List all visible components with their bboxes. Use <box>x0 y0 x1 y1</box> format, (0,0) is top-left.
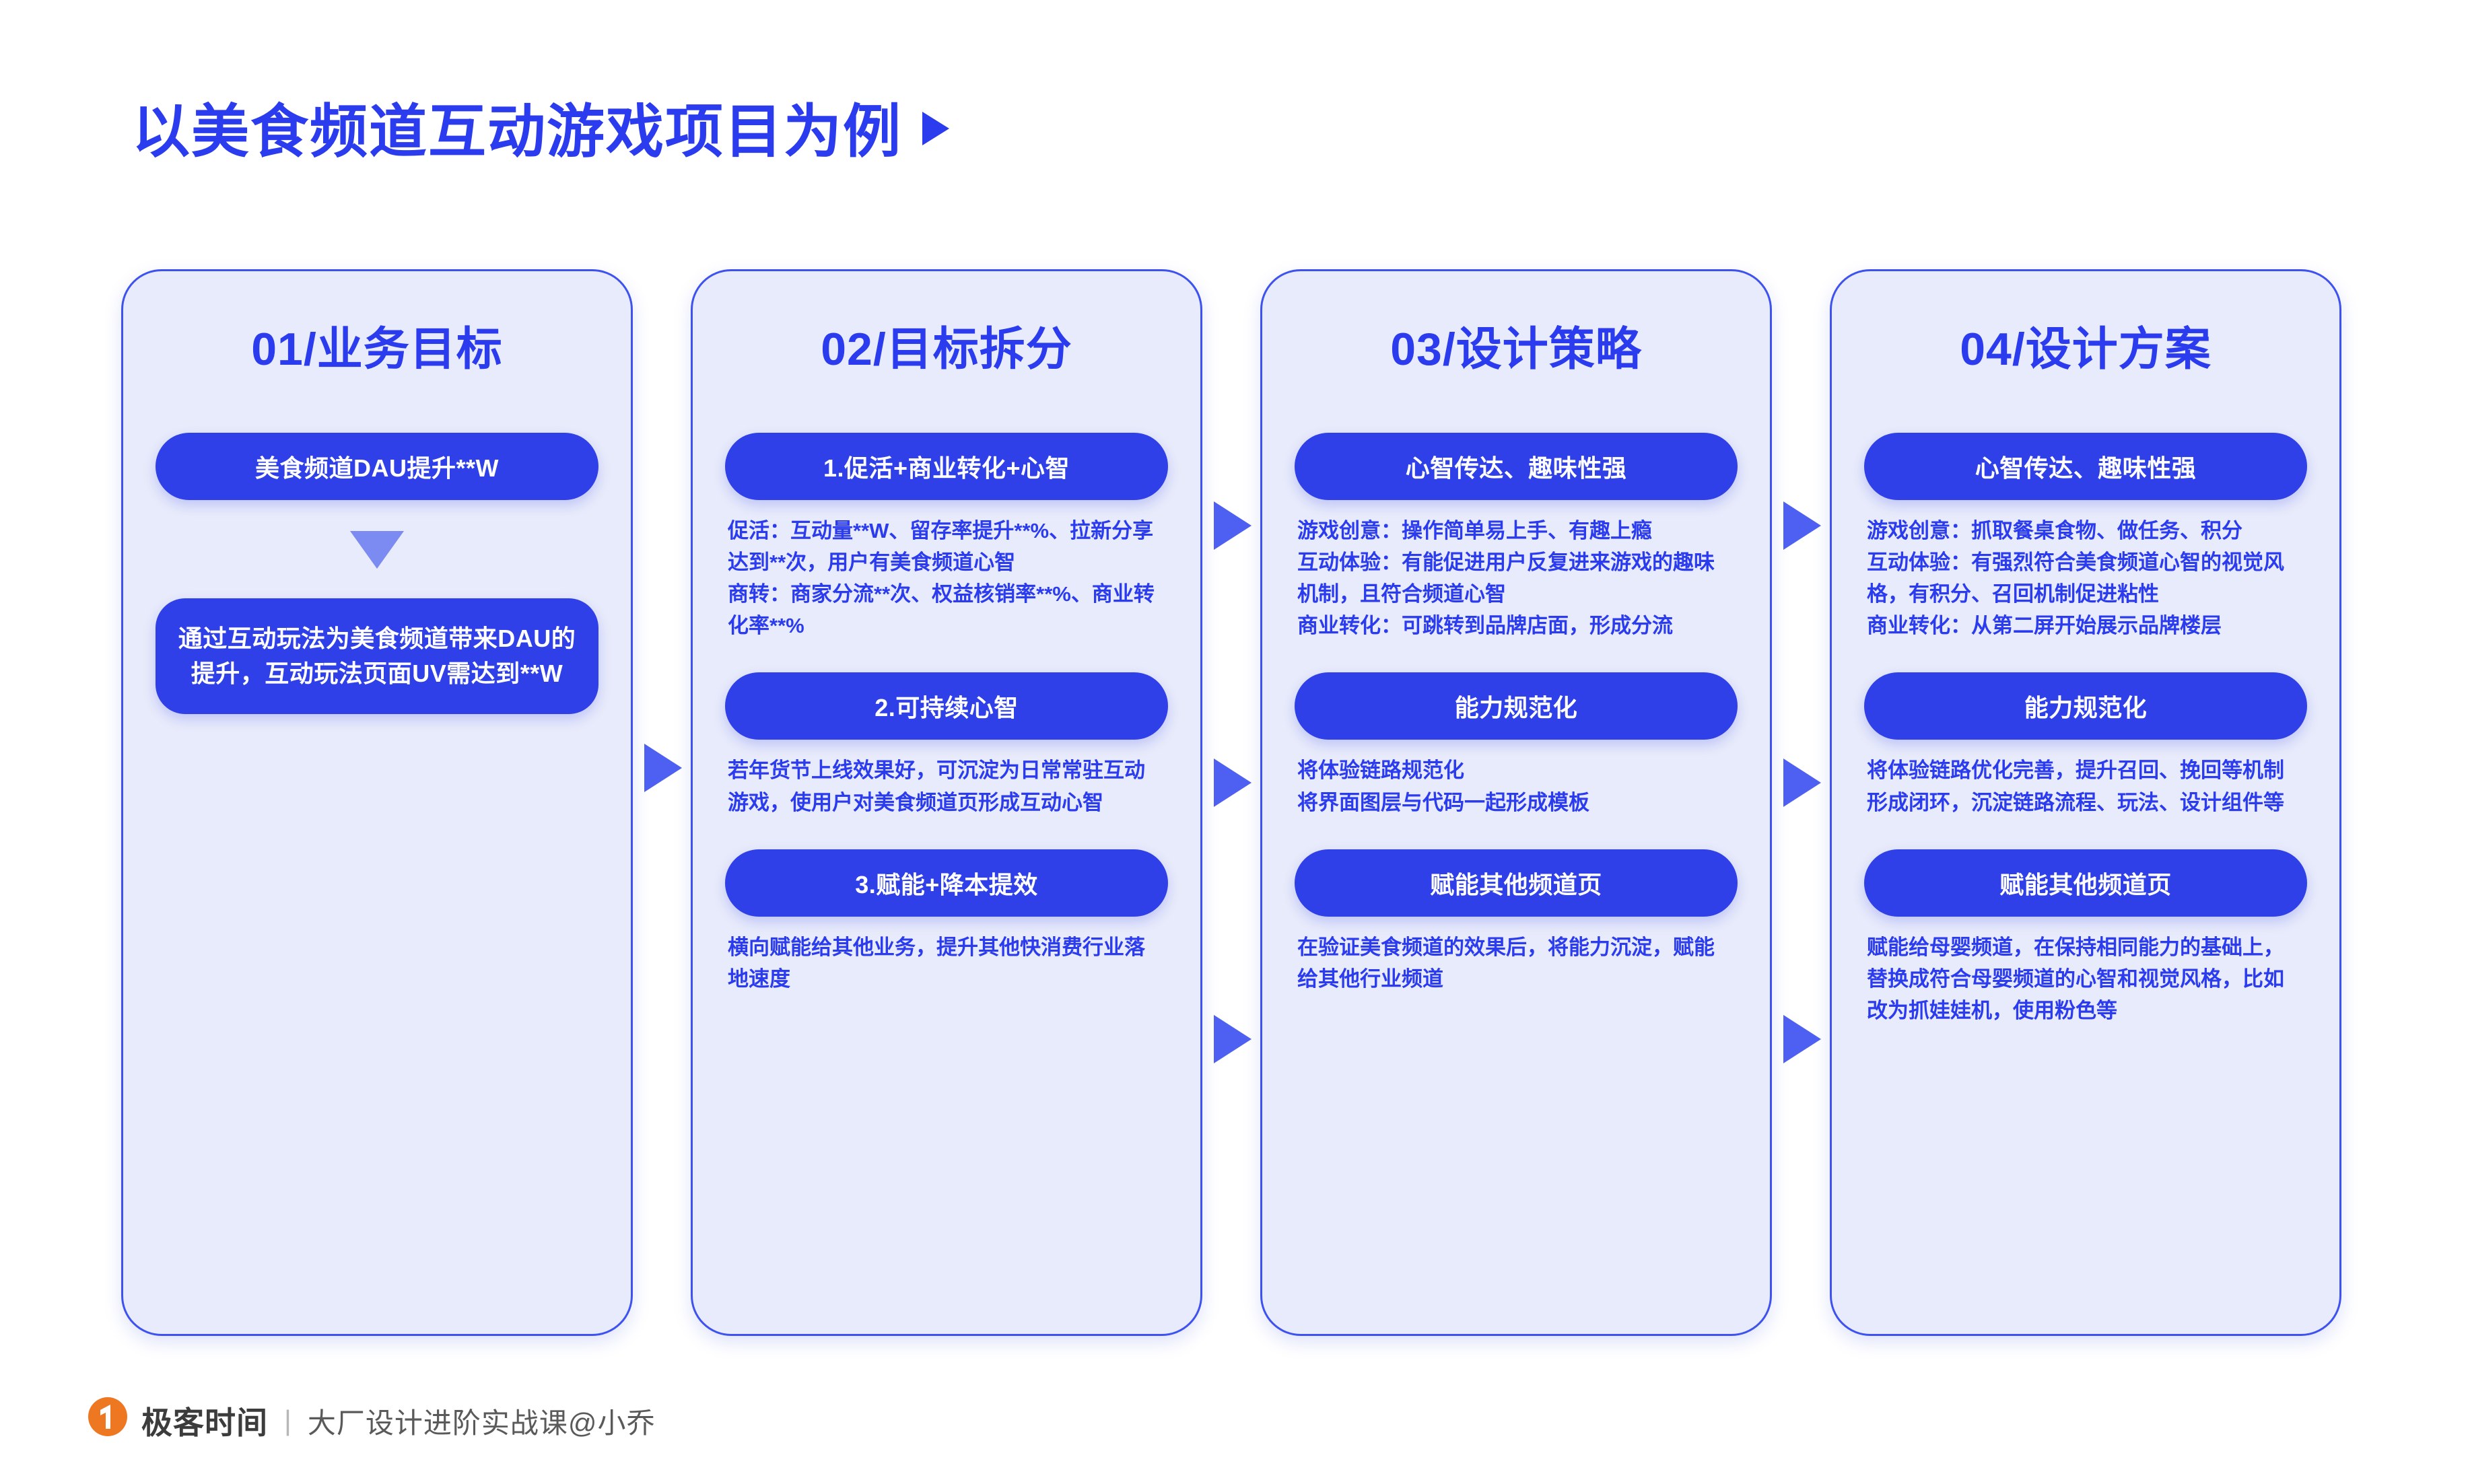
strategy-pill[interactable]: 能力规范化 <box>1295 672 1738 740</box>
card-heading: 03/设计策略 <box>1390 324 1642 375</box>
strategy-group: 赋能其他频道页 在验证美食频道的效果后，将能力沉淀，赋能给其他行业频道 <box>1295 849 1738 995</box>
page-title: 以美食频道互动游戏项目为例 <box>132 84 949 168</box>
solution-pill[interactable]: 赋能其他频道页 <box>1864 849 2307 917</box>
strategy-pill[interactable]: 心智传达、趣味性强 <box>1295 433 1738 500</box>
strategy-desc: 将体验链路规范化 将界面图层与代码一起形成模板 <box>1297 758 1589 814</box>
card-design-solution[interactable]: 04/设计方案 心智传达、趣味性强 游戏创意：抓取餐桌食物、做任务、积分 互动体… <box>1830 269 2341 1336</box>
right-triangle-icon <box>644 744 682 792</box>
breakdown-group: 1.促活+商业转化+心智 促活：互动量**W、留存率提升**%、拉新分享达到**… <box>725 433 1168 641</box>
breakdown-desc: 若年货节上线效果好，可沉淀为日常常驻互动游戏，使用户对美食频道页形成互动心智 <box>728 758 1145 814</box>
page-title-text: 以美食频道互动游戏项目为例 <box>132 100 902 164</box>
strategy-desc: 在验证美食频道的效果后，将能力沉淀，赋能给其他行业频道 <box>1297 935 1715 991</box>
right-triangle-icon <box>1783 758 1821 807</box>
card-heading: 02/目标拆分 <box>821 324 1072 375</box>
solution-pill[interactable]: 能力规范化 <box>1864 672 2307 740</box>
solution-group: 心智传达、趣味性强 游戏创意：抓取餐桌食物、做任务、积分 互动体验：有强烈符合美… <box>1864 433 2307 641</box>
play-triangle-icon <box>922 111 949 145</box>
breakdown-desc: 横向赋能给其他业务，提升其他快消费行业落地速度 <box>728 935 1145 991</box>
card-business-goal[interactable]: 01/业务目标 美食频道DAU提升**W 通过互动玩法为美食频道带来DAU的提升… <box>121 269 633 1336</box>
card-heading: 04/设计方案 <box>1960 324 2212 375</box>
flow-columns: 01/业务目标 美食频道DAU提升**W 通过互动玩法为美食频道带来DAU的提升… <box>0 269 2468 1346</box>
solution-desc: 游戏创意：抓取餐桌食物、做任务、积分 互动体验：有强烈符合美食频道心智的视觉风格… <box>1867 519 2284 638</box>
solution-group: 能力规范化 将体验链路优化完善，提升召回、挽回等机制形成闭环，沉淀链路流程、玩法… <box>1864 672 2307 818</box>
down-triangle-icon <box>350 531 404 569</box>
card-body: 美食频道DAU提升**W 通过互动玩法为美食频道带来DAU的提升，互动玩法页面U… <box>156 433 598 715</box>
breakdown-desc: 促活：互动量**W、留存率提升**%、拉新分享达到**次，用户有美食频道心智 商… <box>728 519 1155 638</box>
goal-pill[interactable]: 美食频道DAU提升**W <box>156 433 598 500</box>
solution-group: 赋能其他频道页 赋能给母婴频道，在保持相同能力的基础上，替换成符合母婴频道的心智… <box>1864 849 2307 1026</box>
geekbang-drop-logo-icon <box>88 1397 127 1436</box>
breakdown-pill[interactable]: 1.促活+商业转化+心智 <box>725 433 1168 500</box>
footer: 极客时间 | 大厂设计进阶实战课@小乔 <box>86 1397 656 1445</box>
breakdown-pill[interactable]: 3.赋能+降本提效 <box>725 849 1168 917</box>
right-triangle-icon <box>1214 758 1252 807</box>
breakdown-group: 2.可持续心智 若年货节上线效果好，可沉淀为日常常驻互动游戏，使用户对美食频道页… <box>725 672 1168 818</box>
footer-divider: | <box>284 1405 292 1436</box>
right-triangle-icon <box>1214 1015 1252 1063</box>
goal-group: 美食频道DAU提升**W <box>156 433 598 500</box>
card-body: 心智传达、趣味性强 游戏创意：抓取餐桌食物、做任务、积分 互动体验：有强烈符合美… <box>1864 433 2307 1026</box>
strategy-pill[interactable]: 赋能其他频道页 <box>1295 849 1738 917</box>
strategy-group: 心智传达、趣味性强 游戏创意：操作简单易上手、有趣上瘾 互动体验：有能促进用户反… <box>1295 433 1738 641</box>
card-body: 心智传达、趣味性强 游戏创意：操作简单易上手、有趣上瘾 互动体验：有能促进用户反… <box>1295 433 1738 995</box>
card-body: 1.促活+商业转化+心智 促活：互动量**W、留存率提升**%、拉新分享达到**… <box>725 433 1168 995</box>
card-goal-breakdown[interactable]: 02/目标拆分 1.促活+商业转化+心智 促活：互动量**W、留存率提升**%、… <box>691 269 1202 1336</box>
breakdown-group: 3.赋能+降本提效 横向赋能给其他业务，提升其他快消费行业落地速度 <box>725 849 1168 995</box>
card-design-strategy[interactable]: 03/设计策略 心智传达、趣味性强 游戏创意：操作简单易上手、有趣上瘾 互动体验… <box>1260 269 1772 1336</box>
card-heading: 01/业务目标 <box>251 324 503 375</box>
solution-desc: 赋能给母婴频道，在保持相同能力的基础上，替换成符合母婴频道的心智和视觉风格，比如… <box>1867 935 2284 1022</box>
goal-detail-pill[interactable]: 通过互动玩法为美食频道带来DAU的提升，互动玩法页面UV需达到**W <box>156 598 598 715</box>
solution-pill[interactable]: 心智传达、趣味性强 <box>1864 433 2307 500</box>
breakdown-pill[interactable]: 2.可持续心智 <box>725 672 1168 740</box>
brand-name: 极客时间 <box>141 1405 268 1440</box>
strategy-desc: 游戏创意：操作简单易上手、有趣上瘾 互动体验：有能促进用户反复进来游戏的趣味机制… <box>1297 519 1715 638</box>
goal-group: 通过互动玩法为美食频道带来DAU的提升，互动玩法页面UV需达到**W <box>156 598 598 715</box>
solution-desc: 将体验链路优化完善，提升召回、挽回等机制形成闭环，沉淀链路流程、玩法、设计组件等 <box>1867 758 2284 814</box>
strategy-group: 能力规范化 将体验链路规范化 将界面图层与代码一起形成模板 <box>1295 672 1738 818</box>
right-triangle-icon <box>1783 501 1821 550</box>
right-triangle-icon <box>1783 1015 1821 1063</box>
right-triangle-icon <box>1214 501 1252 550</box>
course-name: 大厂设计进阶实战课@小乔 <box>307 1407 656 1439</box>
